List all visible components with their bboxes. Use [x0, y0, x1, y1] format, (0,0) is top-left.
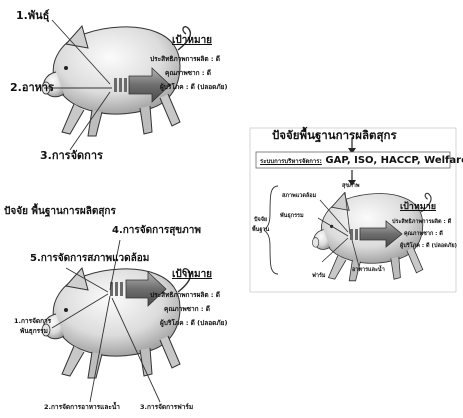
label-farm-mgmt: 3.การจัดการฟาร์ม	[140, 404, 193, 411]
goal-line-right-3: ผู้บริโภค : ดี (ปลอดภัย)	[400, 244, 457, 250]
goal-line-bottom-3: ผู้บริโภค : ดี (ปลอดภัย)	[160, 320, 227, 327]
label-management: 3.การจัดการ	[40, 150, 103, 161]
goal-title-bottom: เป้าหมาย	[172, 270, 212, 280]
right-label-genetics: พันธุกรรม	[280, 214, 304, 220]
right-title: ปัจจัยพื้นฐานการผลิตสุกร	[272, 130, 397, 142]
goal-line-top-2: คุณภาพซาก : ดี	[165, 70, 211, 77]
goal-line-top-1: ประสิทธิภาพการผลิต : ดี	[150, 56, 220, 63]
goal-line-top-3: ผู้บริโภค : ดี (ปลอดภัย)	[160, 84, 227, 91]
goal-line-right-1: ประสิทธิภาพการผลิต : ดี	[392, 220, 451, 226]
goal-line-bottom-1: ประสิทธิภาพการผลิต : ดี	[150, 292, 220, 299]
goal-title-top: เป้าหมาย	[172, 36, 212, 46]
right-label-factors-1: ปัจจัย	[254, 218, 267, 224]
right-label-factors-2: พื้นฐาน	[252, 228, 269, 234]
label-feed: 2.อาหาร	[10, 82, 54, 93]
standards-label: ระบบการบริหารจัดการ:	[260, 158, 322, 165]
standards-line: ระบบการบริหารจัดการ: GAP, ISO, HACCP, We…	[260, 156, 463, 166]
bottom-left-title: ปัจจัย พื้นฐานการผลิตสุกร	[4, 207, 116, 217]
label-feed-water-mgmt: 2.การจัดการอาหารและน้ำ	[44, 404, 120, 411]
right-label-health: สุขภาพ	[342, 184, 359, 190]
right-label-environment: สภาพแวดล้อม	[282, 194, 316, 200]
goal-line-right-2: คุณภาพซาก : ดี	[404, 232, 443, 238]
goal-title-right: เป้าหมาย	[400, 203, 436, 212]
label-breed-mgmt-1: 1.การจัดการ	[14, 318, 51, 325]
label-breed-mgmt-2: พันธุกรรม	[20, 328, 48, 335]
label-health-mgmt: 4.การจัดการสุขภาพ	[112, 226, 201, 236]
standards-value: GAP, ISO, HACCP, Welfare	[325, 155, 463, 166]
right-label-farm: ฟาร์ม	[312, 274, 326, 280]
goal-line-bottom-2: คุณภาพซาก : ดี	[164, 306, 210, 313]
label-environment-mgmt: 5.การจัดการสภาพแวดล้อม	[30, 254, 149, 264]
right-label-feed-water: อาหารและน้ำ	[352, 268, 385, 274]
label-breed: 1.พันธุ์	[16, 10, 49, 21]
